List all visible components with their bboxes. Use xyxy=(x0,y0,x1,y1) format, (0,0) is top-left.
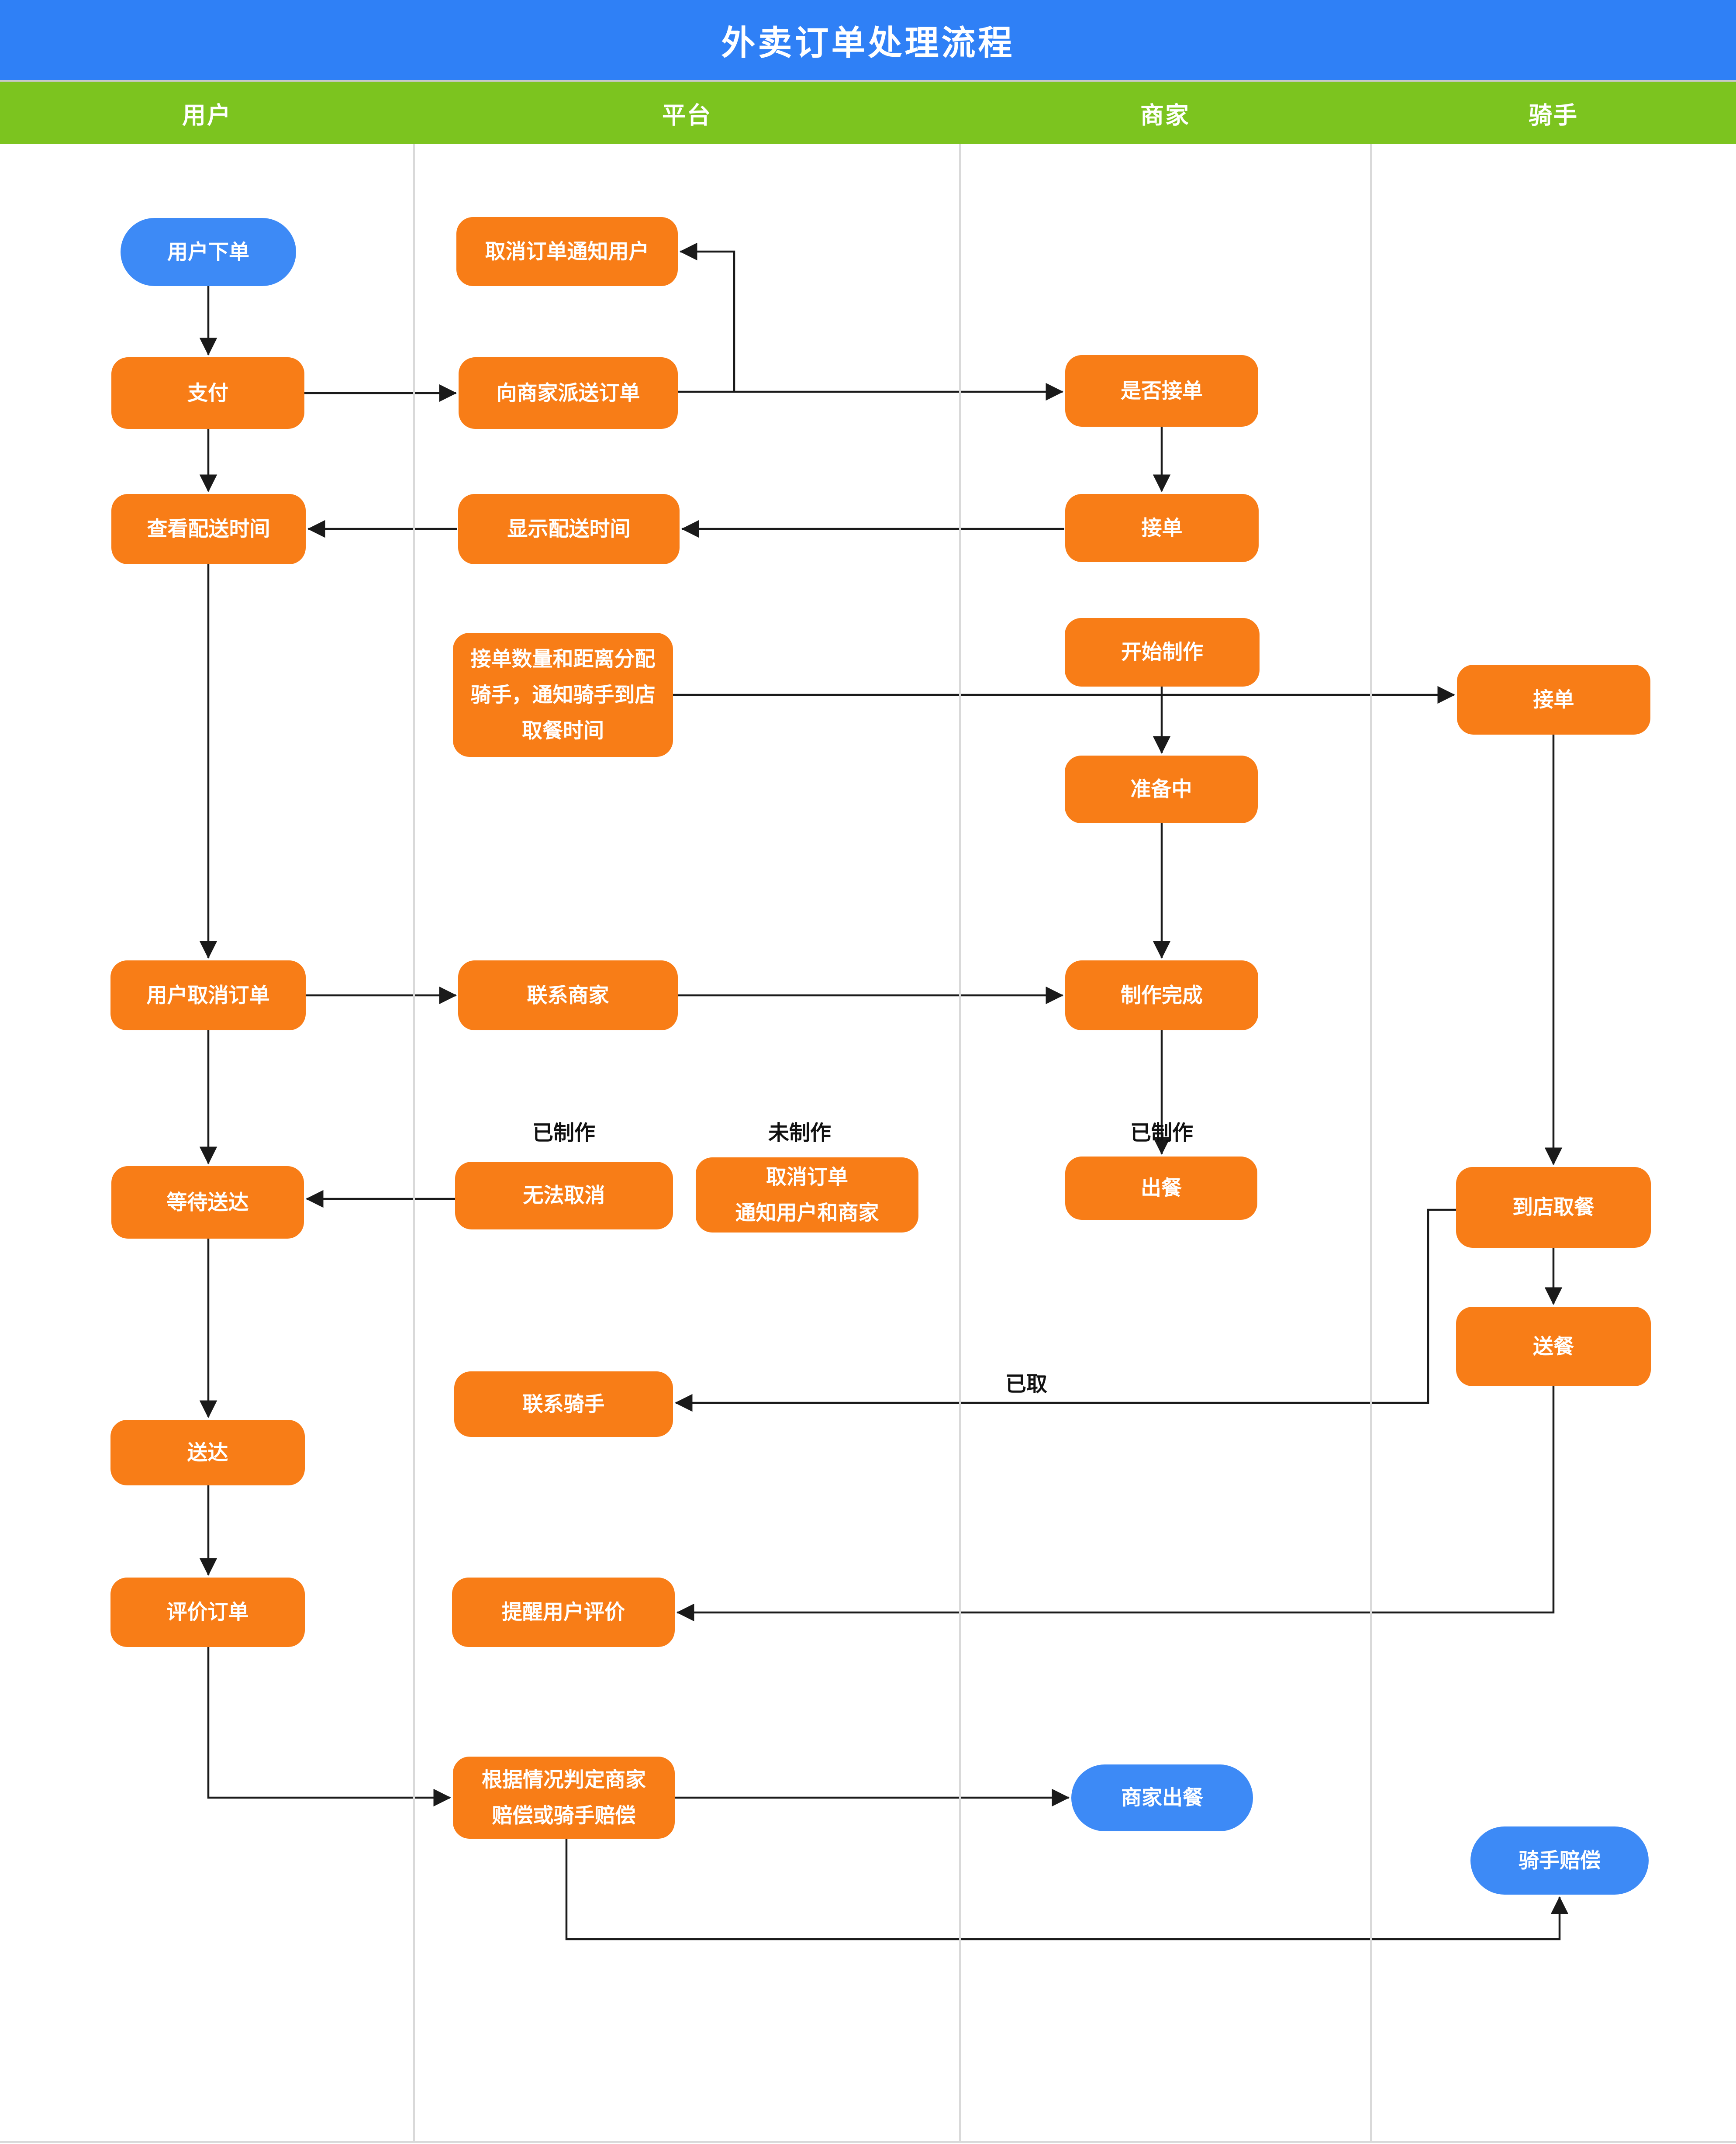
lane-header-3: 骑手 xyxy=(1529,102,1578,128)
node-cannot-cancel: 无法取消 xyxy=(455,1162,673,1229)
node-judge-compensation: 根据情况判定商家 赔偿或骑手赔偿 xyxy=(453,1757,675,1839)
edge-deliver-meal--remind-user-rate xyxy=(676,1386,1555,1622)
edge-rate-order--judge-compensation xyxy=(207,1647,452,1807)
node-rider-compensation: 骑手赔偿 xyxy=(1470,1826,1649,1895)
node-merchant-accept: 接单 xyxy=(1065,494,1259,562)
page-title: 外卖订单处理流程 xyxy=(721,23,1015,62)
edge-accept-or-not--cancel-order-notify-user xyxy=(679,242,735,392)
edge-label-1: 未制作 xyxy=(768,1122,832,1145)
node-check-delivery-time: 查看配送时间 xyxy=(111,494,306,564)
lane-header-2: 商家 xyxy=(1140,102,1190,128)
node-delivered: 送达 xyxy=(110,1420,305,1485)
node-deliver-meal: 送餐 xyxy=(1456,1307,1651,1386)
lane-header-bar: 用户 平台 商家 骑手 xyxy=(0,80,1736,144)
title-bar: 外卖订单处理流程 xyxy=(0,0,1736,80)
node-making-done: 制作完成 xyxy=(1065,960,1258,1030)
node-user-place-order: 用户下单 xyxy=(121,218,296,286)
bottom-border-line xyxy=(0,2141,1736,2143)
node-user-cancel-order: 用户取消订单 xyxy=(110,960,306,1030)
node-contact-merchant: 联系商家 xyxy=(458,960,678,1030)
node-assign-rider: 接单数量和距离分配 骑手，通知骑手到店 取餐时间 xyxy=(453,633,673,757)
node-rate-order: 评价订单 xyxy=(110,1578,305,1647)
node-remind-user-rate: 提醒用户评价 xyxy=(452,1578,675,1647)
edge-label-2: 已制作 xyxy=(1130,1122,1194,1145)
node-merchant-serve: 商家出餐 xyxy=(1071,1764,1253,1831)
edge-label-3: 已取 xyxy=(1005,1373,1048,1396)
node-accept-or-not: 是否接单 xyxy=(1065,355,1258,427)
node-pickup-at-store: 到店取餐 xyxy=(1456,1167,1651,1248)
lane-divider-0 xyxy=(413,144,415,2142)
node-serve-meal: 出餐 xyxy=(1065,1157,1257,1220)
node-cancel-order-notify-user-merchant: 取消订单 通知用户和商家 xyxy=(696,1157,918,1233)
edge-pickup-at-store--contact-rider xyxy=(674,1208,1456,1412)
node-rider-accept: 接单 xyxy=(1457,665,1650,735)
node-show-delivery-time: 显示配送时间 xyxy=(458,494,680,564)
node-cancel-order-notify-user: 取消订单通知用户 xyxy=(456,217,678,286)
node-wait-delivery: 等待送达 xyxy=(111,1166,304,1239)
edge-judge-compensation--rider-compensation xyxy=(565,1839,1569,1940)
node-dispatch-order-to-merchant: 向商家派送订单 xyxy=(459,357,678,429)
node-contact-rider: 联系骑手 xyxy=(454,1371,673,1437)
lane-header-1: 平台 xyxy=(662,102,712,128)
lane-header-0: 用户 xyxy=(182,102,232,128)
node-start-making: 开始制作 xyxy=(1065,618,1260,687)
lane-divider-1 xyxy=(959,144,961,2142)
node-preparing: 准备中 xyxy=(1065,756,1258,823)
lane-divider-2 xyxy=(1370,144,1372,2142)
node-pay: 支付 xyxy=(111,357,304,429)
edge-label-0: 已制作 xyxy=(532,1122,596,1145)
